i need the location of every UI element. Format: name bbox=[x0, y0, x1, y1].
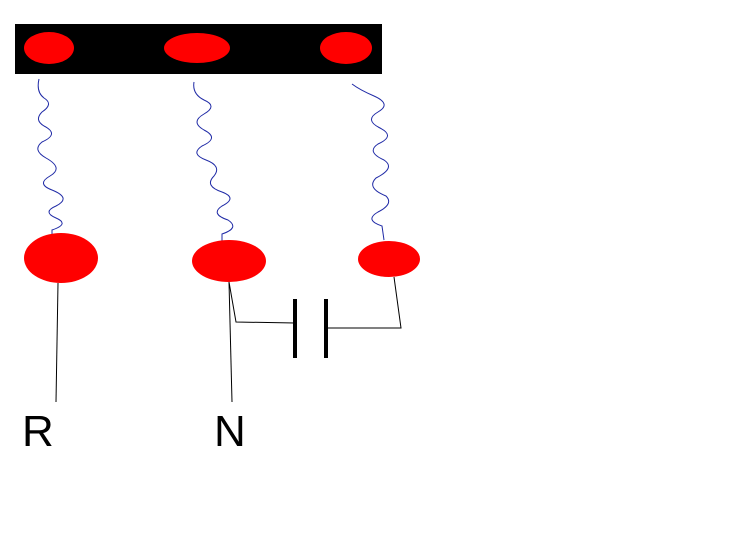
lead-r bbox=[55, 282, 59, 403]
strip-terminal-left bbox=[24, 32, 74, 64]
strip-terminal-right bbox=[320, 32, 372, 64]
strip-terminal-middle bbox=[164, 33, 230, 63]
coil-right bbox=[351, 83, 390, 241]
capacitor-lead-right bbox=[326, 276, 402, 329]
end-terminal-middle bbox=[192, 240, 266, 282]
label-r: R bbox=[22, 407, 54, 456]
lead-n bbox=[228, 281, 233, 403]
capacitor-lead-left bbox=[228, 281, 296, 324]
label-n: N bbox=[214, 407, 246, 456]
coil-left bbox=[37, 78, 64, 236]
end-terminal-left bbox=[24, 233, 98, 283]
coil-middle bbox=[193, 81, 234, 242]
end-terminal-right bbox=[358, 241, 420, 277]
